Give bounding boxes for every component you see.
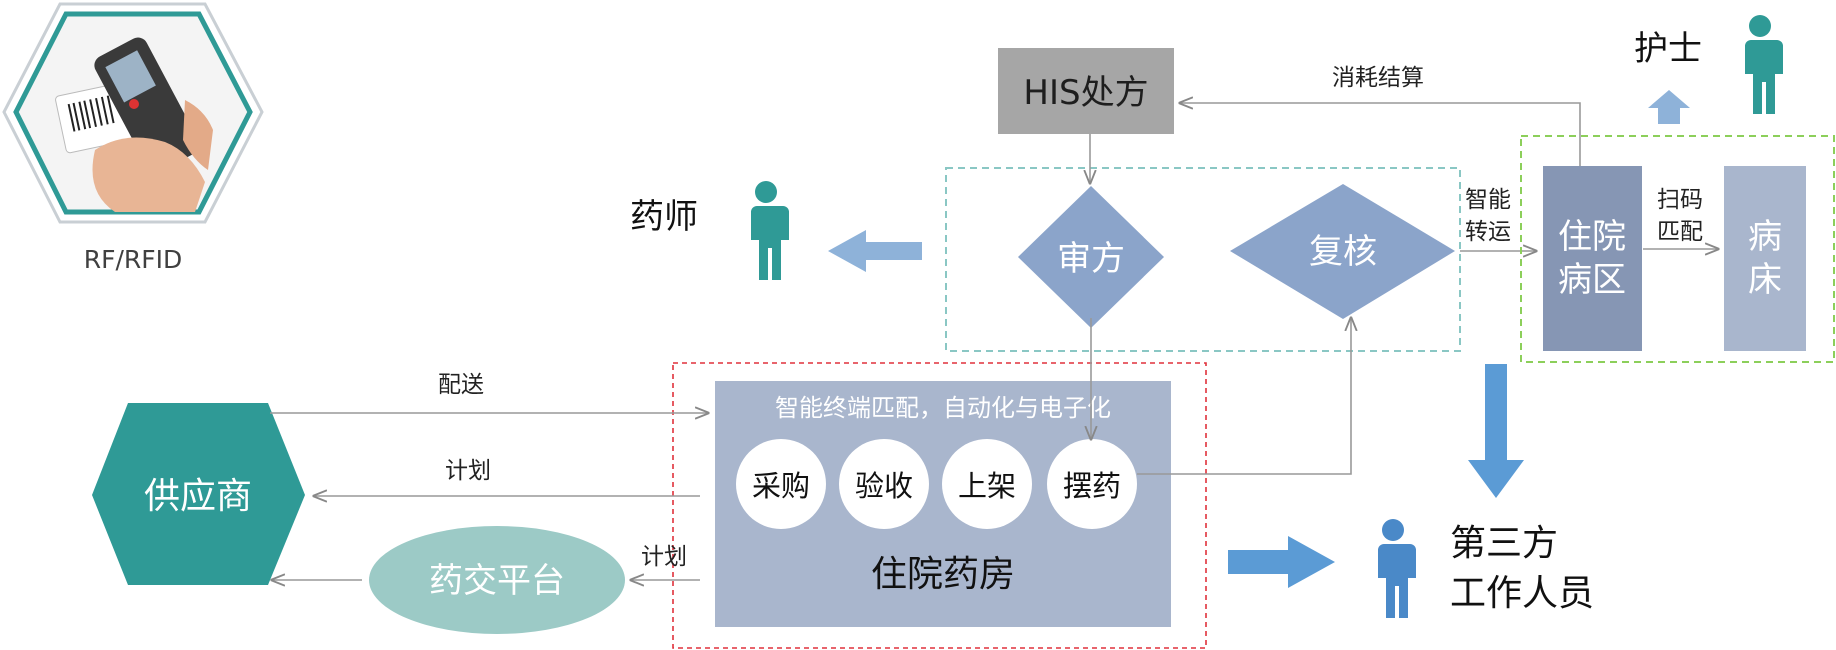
- device-label: RF/RFID: [84, 245, 183, 274]
- step-shelve: [942, 439, 1032, 529]
- ward-label-2: 病区: [1558, 260, 1626, 300]
- step-inspect-label: 验收: [855, 469, 913, 503]
- step-purchase: [736, 439, 826, 529]
- third-party-label-1: 第三方: [1450, 523, 1558, 564]
- bed-label-1: 病: [1748, 217, 1782, 257]
- step-dispense: [1047, 439, 1137, 529]
- smart-transport-label-1: 智能: [1465, 187, 1511, 213]
- ward-down-arrow: [1468, 364, 1524, 498]
- deliver-label: 配送: [438, 372, 484, 398]
- supplier-hexagon: [92, 403, 305, 585]
- bed-label-2: 床: [1748, 260, 1782, 300]
- recheck-diamond: [1230, 184, 1455, 319]
- ward-label-1: 住院: [1558, 217, 1626, 257]
- platform-label: 药交平台: [429, 561, 565, 601]
- pharmacy-steps: 采购 验收 上架 摆药: [736, 439, 1137, 529]
- platform-ellipse: [369, 526, 625, 634]
- bed-box: [1724, 166, 1806, 351]
- third-party-label-2: 工作人员: [1450, 573, 1594, 614]
- pharmacy-to-staff-arrow: [1228, 536, 1335, 588]
- his-label: HIS处方: [1023, 73, 1148, 113]
- nurse-icon: [1743, 15, 1783, 114]
- to-pharmacist-arrow: [828, 230, 922, 272]
- step-shelve-label: 上架: [958, 469, 1016, 503]
- dispense-to-recheck-arrow: [1137, 318, 1351, 475]
- scan-match-label-2: 匹配: [1657, 219, 1703, 245]
- audit-label: 审方: [1057, 239, 1125, 279]
- step-dispense-label: 摆药: [1063, 469, 1121, 503]
- pharmacist-icon: [749, 181, 789, 280]
- ward-box: [1543, 166, 1642, 351]
- plan-label-2: 计划: [641, 544, 687, 570]
- supplier-label: 供应商: [144, 476, 252, 517]
- consume-settle-label: 消耗结算: [1332, 65, 1424, 91]
- barcode-scanner-icon: [55, 37, 213, 212]
- recheck-label: 复核: [1309, 232, 1377, 272]
- step-inspect: [839, 439, 929, 529]
- his-prescription-box: [998, 48, 1174, 134]
- smart-transport-label-2: 转运: [1465, 219, 1511, 245]
- plan-label-1: 计划: [445, 458, 491, 484]
- pharmacist-label: 药师: [630, 197, 698, 237]
- audit-diamond: [1018, 186, 1164, 328]
- to-nurse-arrow: [1648, 90, 1690, 124]
- pharmacy-header: 智能终端匹配，自动化与电子化: [775, 394, 1111, 422]
- third-party-icon: [1376, 519, 1416, 618]
- step-purchase-label: 采购: [752, 469, 810, 503]
- nurse-label: 护士: [1634, 29, 1702, 69]
- consume-settle-arrow: [1180, 103, 1581, 166]
- review-region: [945, 167, 1461, 352]
- pharmacy-region: [672, 362, 1207, 649]
- rfid-device: [2, 2, 264, 224]
- scan-match-label-1: 扫码: [1657, 187, 1703, 213]
- ward-region: [1520, 135, 1835, 363]
- pharmacy-label: 住院药房: [871, 554, 1015, 595]
